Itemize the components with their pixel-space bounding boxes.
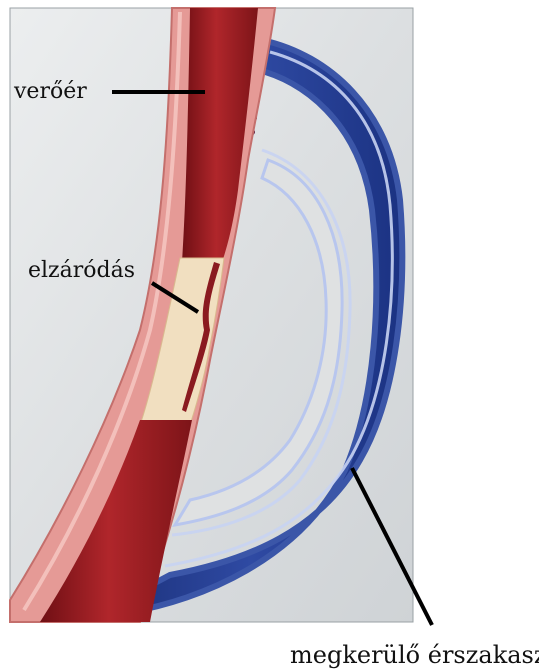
blockage-label: elzáródás xyxy=(28,258,135,283)
bypass-label: megkerülő érszakasz xyxy=(290,641,539,669)
artery-label: verőér xyxy=(13,79,87,104)
